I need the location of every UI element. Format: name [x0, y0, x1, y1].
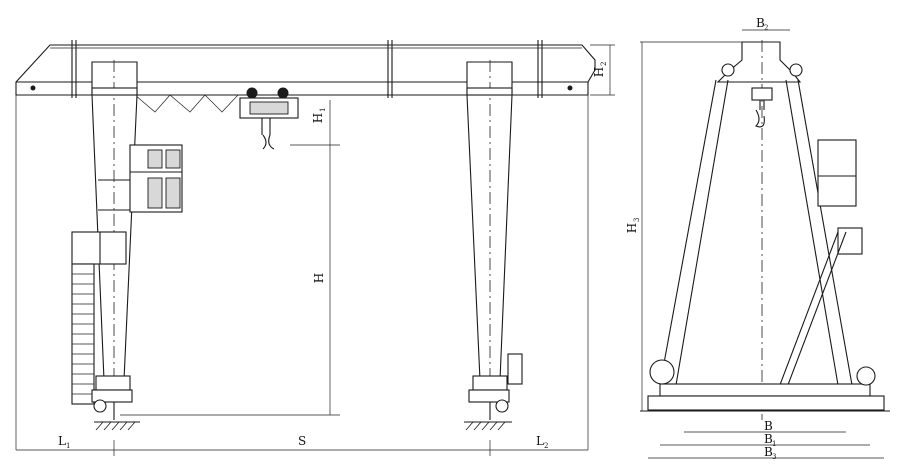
label-b2-main: B	[756, 16, 765, 30]
right-leg	[466, 60, 513, 420]
label-b3-sub: 3	[772, 453, 776, 461]
label-l1: L 1	[58, 434, 70, 450]
electric-hoist	[239, 87, 299, 150]
label-s: S	[298, 434, 306, 448]
label-h1-main: H	[311, 113, 325, 123]
ground-left	[94, 421, 140, 431]
label-l2-sub: 2	[544, 442, 548, 450]
label-h3-sub: 3	[633, 218, 641, 222]
label-s-main: S	[298, 434, 306, 448]
cable-festoon	[134, 94, 239, 113]
main-girder	[15, 40, 596, 98]
ladder	[71, 231, 127, 405]
label-h1-sub: 1	[319, 108, 327, 112]
label-b3-main: B	[764, 445, 773, 459]
label-l1-main: L	[58, 434, 66, 448]
right-end-carriage	[468, 353, 523, 420]
label-b2-sub: 2	[764, 24, 768, 32]
label-h1: H 1	[311, 108, 327, 124]
label-h2-main: H	[592, 67, 606, 77]
label-h: H	[312, 273, 326, 283]
ground-right	[464, 421, 512, 431]
label-b1-sub: 1	[772, 440, 776, 448]
label-l2: L 2	[536, 434, 548, 450]
label-b-main: B	[764, 419, 773, 433]
label-h3-main: H	[625, 223, 639, 233]
label-b3: B 3	[764, 445, 776, 461]
label-h-main: H	[312, 273, 326, 283]
left-end-carriage	[91, 375, 133, 420]
label-b1: B 1	[764, 432, 776, 448]
label-h2-sub: 2	[600, 62, 608, 66]
label-b1-main: B	[764, 432, 773, 446]
label-b: B	[764, 419, 773, 433]
front-view	[15, 40, 615, 456]
electrical-cabinet	[98, 144, 183, 213]
label-l2-main: L	[536, 434, 544, 448]
label-h2: H 2	[592, 62, 608, 78]
label-l1-sub: 1	[66, 442, 70, 450]
side-view	[640, 29, 890, 459]
label-b2: B 2	[756, 16, 768, 32]
label-h3: H 3	[625, 218, 641, 234]
